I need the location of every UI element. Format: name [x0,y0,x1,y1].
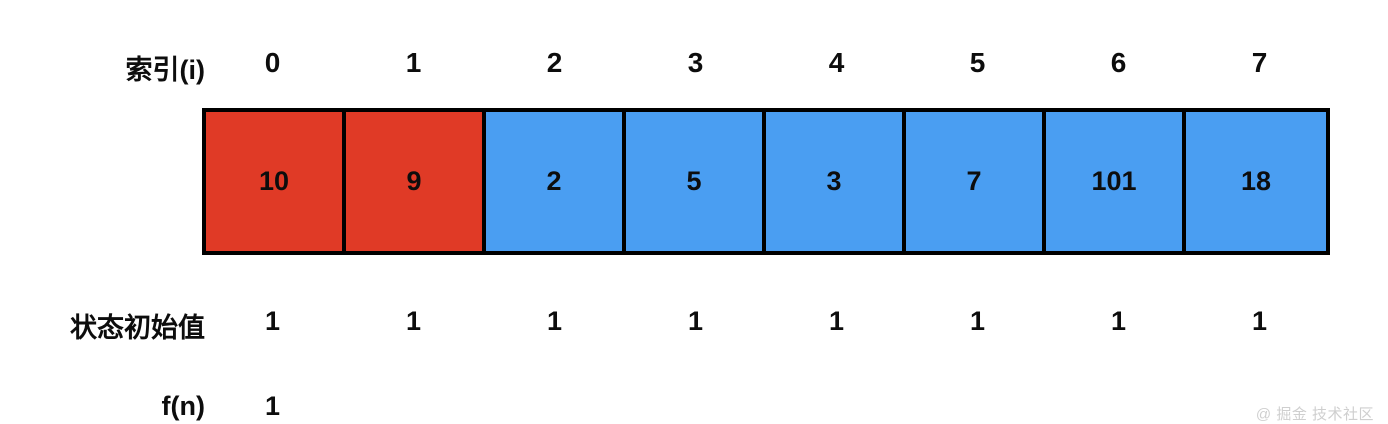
index-row: 0 1 2 3 4 5 6 7 [202,46,1330,80]
init-state-cell: 1 [264,306,281,336]
array-cell: 18 [1186,112,1326,251]
row-label-init-state: 状态初始值 [70,313,205,343]
index-cell: 3 [687,47,704,78]
watermark: @ 掘金 技术社区 [1255,406,1374,423]
row-label-index: 索引(i) [125,55,205,85]
init-state-cell: 1 [546,306,563,336]
fn-row: 1 [202,389,1330,423]
array-row: 10 9 2 5 3 7 101 18 [202,108,1330,255]
index-cell: 6 [1110,47,1127,78]
init-state-cell: 1 [687,306,704,336]
init-state-row: 1 1 1 1 1 1 1 1 [202,304,1330,338]
array-cell: 2 [486,112,626,251]
index-cell: 1 [405,47,422,78]
array-cell: 9 [346,112,486,251]
init-state-cell: 1 [1251,306,1268,336]
init-state-cell: 1 [1110,306,1127,336]
init-state-cell: 1 [828,306,845,336]
array-cell: 101 [1046,112,1186,251]
array-cell: 7 [906,112,1046,251]
array-cell: 5 [626,112,766,251]
init-state-cell: 1 [969,306,986,336]
index-cell: 7 [1251,47,1268,78]
init-state-cell: 1 [405,306,422,336]
index-cell: 4 [828,47,845,78]
index-cell: 0 [264,47,281,78]
array-cell: 3 [766,112,906,251]
row-label-fn: f(n) [161,391,205,421]
array-cell: 10 [206,112,346,251]
fn-cell: 1 [264,391,281,421]
index-cell: 2 [546,47,563,78]
index-cell: 5 [969,47,986,78]
